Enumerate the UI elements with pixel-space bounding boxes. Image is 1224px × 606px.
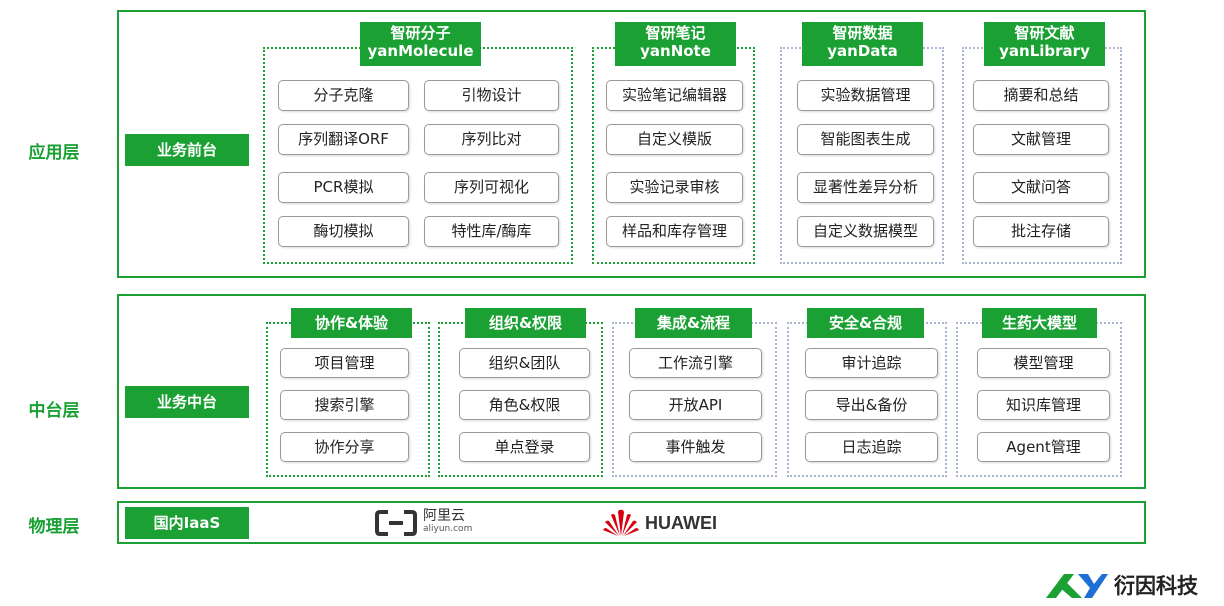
feature-custom-data-model[interactable]: 自定义数据模型: [797, 216, 934, 247]
feature-agent-management[interactable]: Agent管理: [977, 432, 1110, 462]
feature-pcr-simulation[interactable]: PCR模拟: [278, 172, 409, 203]
feature-project-management[interactable]: 项目管理: [280, 348, 409, 378]
group-title-text: 智研笔记: [645, 24, 706, 42]
group-title-text: 智研数据: [832, 24, 893, 42]
brand-icon: [1046, 574, 1108, 598]
feature-custom-template[interactable]: 自定义模版: [606, 124, 743, 155]
feature-sequence-alignment[interactable]: 序列比对: [424, 124, 559, 155]
feature-knowledge-base[interactable]: 知识库管理: [977, 390, 1110, 420]
group-title-text: 智研分子: [390, 24, 451, 42]
feature-search-engine[interactable]: 搜索引擎: [280, 390, 409, 420]
huawei-text: HUAWEI: [645, 512, 717, 533]
layer-label-app: 应用层: [28, 143, 80, 163]
group-title-bio-llm: 生药大模型: [982, 308, 1097, 338]
huawei-logo: HUAWEI: [603, 508, 717, 538]
feature-digestion-simulation[interactable]: 酶切模拟: [278, 216, 409, 247]
aliyun-icon: [375, 510, 417, 536]
layer-label-physical: 物理层: [28, 517, 80, 537]
feature-event-trigger[interactable]: 事件触发: [629, 432, 762, 462]
group-title-yan-molecule: 智研分子 yanMolecule: [360, 22, 481, 66]
layer-box-physical: [117, 501, 1146, 544]
feature-record-review[interactable]: 实验记录审核: [606, 172, 743, 203]
feature-sso[interactable]: 单点登录: [459, 432, 590, 462]
tag-business-middle: 业务中台: [125, 386, 249, 418]
feature-literature-qa[interactable]: 文献问答: [973, 172, 1109, 203]
brand-logo: 衍因科技: [1044, 568, 1198, 602]
group-subtitle-text: yanNote: [640, 42, 711, 60]
layer-box-middle: [117, 294, 1146, 489]
group-subtitle-text: yanMolecule: [367, 42, 474, 60]
group-title-yan-data: 智研数据 yanData: [802, 22, 923, 66]
feature-collab-share[interactable]: 协作分享: [280, 432, 409, 462]
feature-literature-management[interactable]: 文献管理: [973, 124, 1109, 155]
group-title-integration: 集成&流程: [635, 308, 752, 338]
feature-open-api[interactable]: 开放API: [629, 390, 762, 420]
feature-annotation-storage[interactable]: 批注存储: [973, 216, 1109, 247]
feature-audit-trail[interactable]: 审计追踪: [805, 348, 938, 378]
group-title-security: 安全&合规: [807, 308, 924, 338]
feature-significance-analysis[interactable]: 显著性差异分析: [797, 172, 934, 203]
tag-business-frontend: 业务前台: [125, 134, 249, 166]
brand-name: 衍因科技: [1114, 574, 1198, 598]
feature-data-management[interactable]: 实验数据管理: [797, 80, 934, 111]
feature-org-team[interactable]: 组织&团队: [459, 348, 590, 378]
layer-label-middle: 中台层: [28, 401, 80, 421]
layer-box-app: [117, 10, 1146, 278]
group-subtitle-text: yanLibrary: [999, 42, 1090, 60]
feature-feature-enzyme-library[interactable]: 特性库/酶库: [424, 216, 559, 247]
feature-sequence-visualization[interactable]: 序列可视化: [424, 172, 559, 203]
feature-sample-inventory[interactable]: 样品和库存管理: [606, 216, 743, 247]
feature-molecular-cloning[interactable]: 分子克隆: [278, 80, 409, 111]
feature-smart-charts[interactable]: 智能图表生成: [797, 124, 934, 155]
feature-summary[interactable]: 摘要和总结: [973, 80, 1109, 111]
feature-workflow-engine[interactable]: 工作流引擎: [629, 348, 762, 378]
aliyun-text: 阿里云 aliyun.com: [423, 508, 473, 536]
group-title-yan-note: 智研笔记 yanNote: [615, 22, 736, 66]
aliyun-logo: 阿里云 aliyun.com: [374, 509, 472, 537]
feature-orf-translation[interactable]: 序列翻译ORF: [278, 124, 409, 155]
group-title-organization: 组织&权限: [465, 308, 586, 338]
group-subtitle-text: yanData: [827, 42, 898, 60]
tag-domestic-iaas: 国内IaaS: [125, 507, 249, 539]
feature-role-permission[interactable]: 角色&权限: [459, 390, 590, 420]
group-title-text: 智研文献: [1014, 24, 1075, 42]
aliyun-domain: aliyun.com: [423, 524, 473, 534]
aliyun-name: 阿里云: [423, 508, 465, 524]
group-title-yan-library: 智研文献 yanLibrary: [984, 22, 1105, 66]
feature-export-backup[interactable]: 导出&备份: [805, 390, 938, 420]
feature-log-trace[interactable]: 日志追踪: [805, 432, 938, 462]
huawei-icon: [603, 509, 639, 536]
feature-primer-design[interactable]: 引物设计: [424, 80, 559, 111]
group-title-collaboration: 协作&体验: [291, 308, 412, 338]
feature-notebook-editor[interactable]: 实验笔记编辑器: [606, 80, 743, 111]
feature-model-management[interactable]: 模型管理: [977, 348, 1110, 378]
